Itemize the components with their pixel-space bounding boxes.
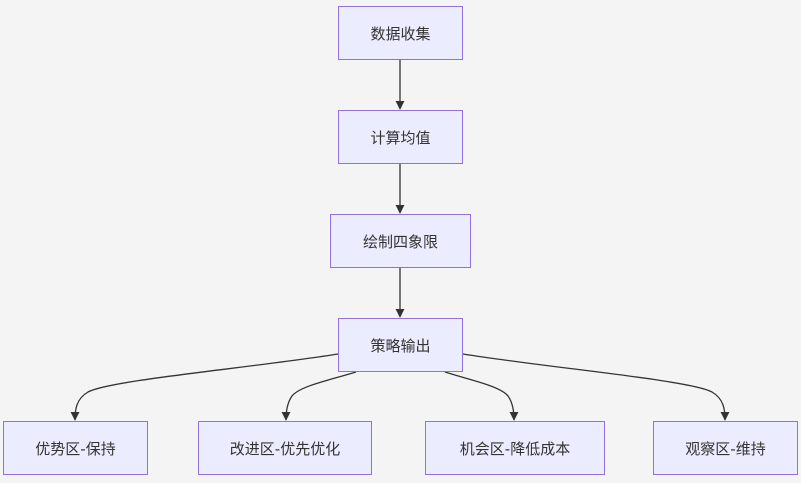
- node-draw-quadrant: 绘制四象限: [330, 214, 471, 268]
- node-strategy-output: 策略输出: [338, 318, 463, 372]
- edge-strategy-to-improve: [281, 371, 357, 421]
- node-data-collection: 数据收集: [338, 6, 463, 60]
- edge-strategy-to-observe: [462, 353, 730, 421]
- edge-strategy-to-opportunity: [444, 371, 519, 421]
- node-advantage-zone: 优势区-保持: [3, 421, 148, 475]
- node-opportunity-zone: 机会区-降低成本: [425, 421, 605, 475]
- edge-strategy-to-advantage: [70, 353, 339, 421]
- node-improvement-zone: 改进区-优先优化: [198, 421, 372, 475]
- node-compute-mean: 计算均值: [338, 110, 463, 164]
- node-observation-zone: 观察区-维持: [653, 421, 798, 475]
